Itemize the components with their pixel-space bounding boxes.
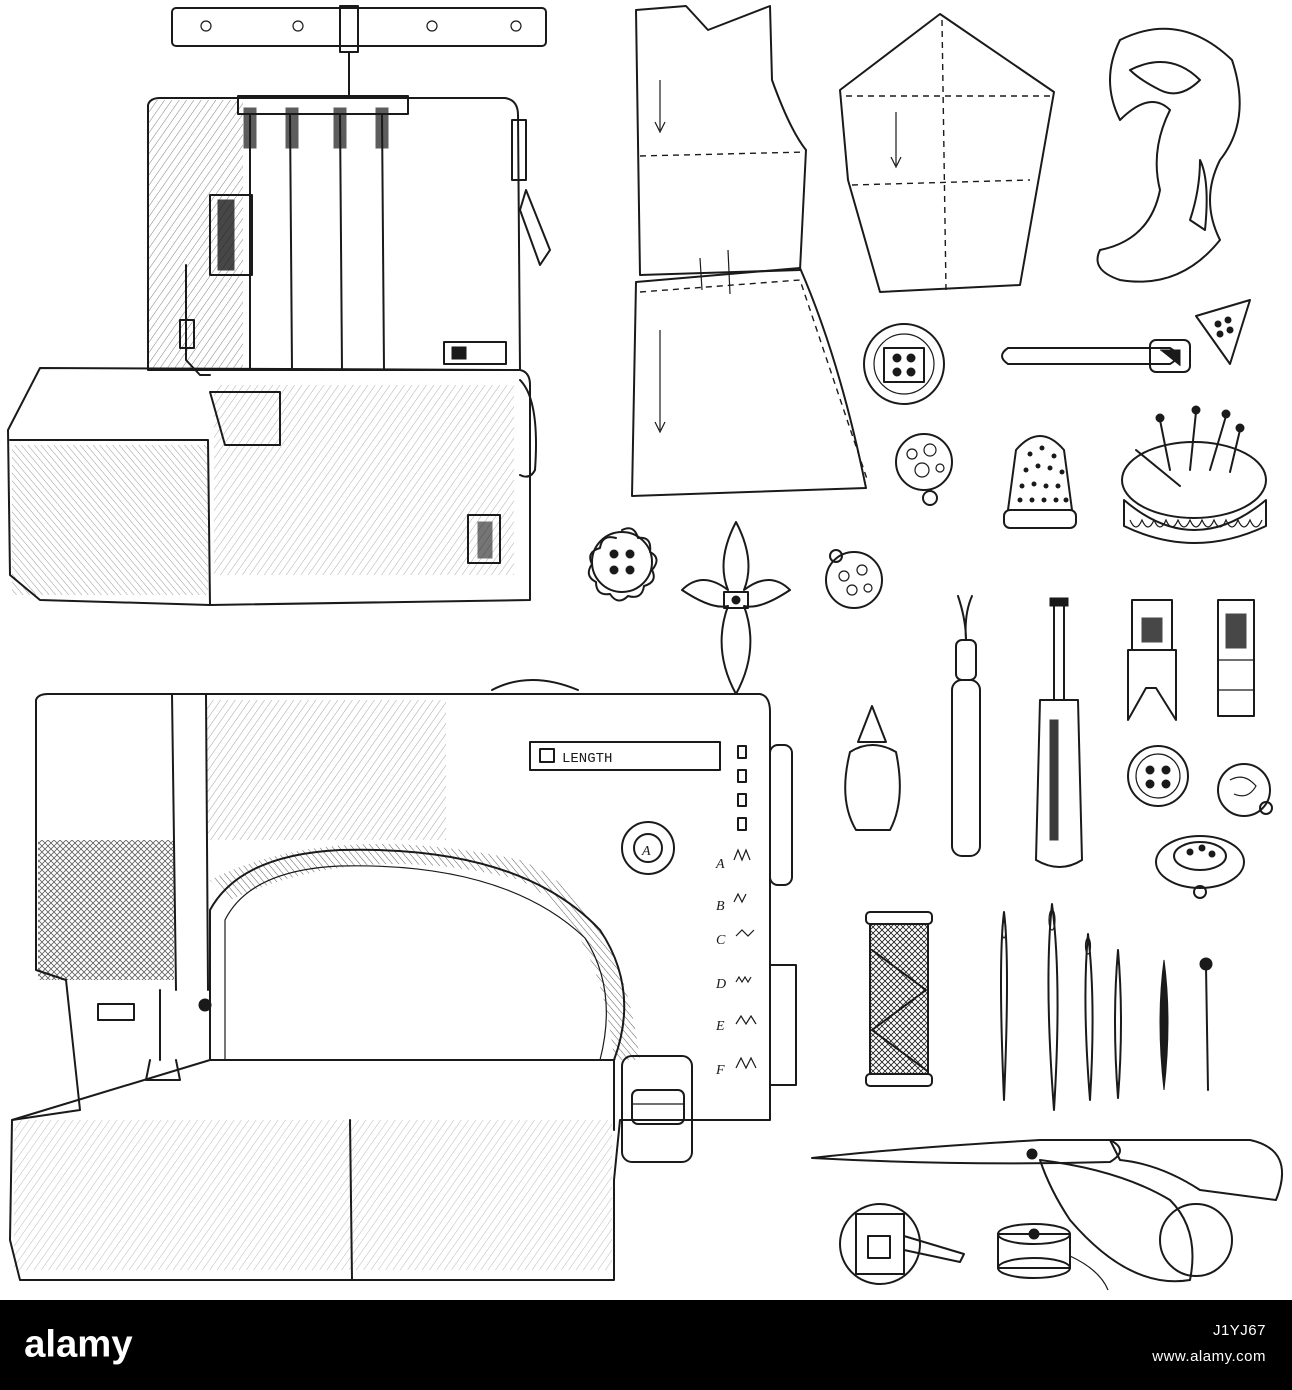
spool-icon [865, 911, 933, 1087]
presser-foot-icon [1127, 599, 1255, 721]
decorative-button-icon [863, 323, 945, 405]
watermark-bar: alamy J1YJ67 www.alamy.com [0, 1300, 1292, 1390]
screwdriver-icon [1035, 597, 1083, 868]
svg-text:alamy: alamy [24, 1322, 133, 1365]
triangle-button-icon [1195, 299, 1251, 365]
skirt-pattern-icon [631, 267, 869, 497]
ruler-icon [1096, 27, 1241, 283]
length-label: LENGTH [562, 751, 612, 767]
sewing-tools-illustration: LENGTH A A B C D E F [7, 5, 1284, 1291]
ball-button-icon [895, 433, 953, 506]
flower-button-icon [587, 527, 658, 602]
pincushion-icon [1121, 405, 1267, 544]
stitch-letter-e: E [715, 1019, 725, 1034]
sewing-machine-icon: LENGTH A A B C D E F [9, 679, 797, 1281]
stitch-letter-f: F [715, 1063, 725, 1078]
image-id: J1YJ67 [1212, 1322, 1266, 1339]
shank-button-icon [1217, 763, 1273, 817]
scissors-icon [811, 1139, 1284, 1283]
round-button-icon [1127, 745, 1189, 807]
stitch-letter-a: A [715, 857, 725, 872]
needles-icon [1000, 903, 1213, 1111]
site-url: www.alamy.com [1152, 1348, 1266, 1365]
safety-pin-icon [1001, 339, 1191, 373]
ornate-button-icon [1155, 835, 1245, 899]
seam-ripper-icon [951, 595, 981, 857]
needle-threader-icon [844, 705, 901, 831]
alamy-logo: alamy [24, 1322, 133, 1365]
bodice-pattern-icon [635, 5, 807, 295]
thimble-icon [1003, 435, 1077, 529]
overlock-machine-icon [7, 5, 551, 606]
bobbin-icon [997, 1223, 1109, 1291]
bug-button-icon [825, 549, 883, 609]
stitch-letter-c: C [716, 933, 726, 948]
stitch-letter-d: D [715, 977, 726, 992]
stitch-letter-b: B [716, 899, 725, 914]
bobbin-case-icon [839, 1203, 965, 1285]
sleeve-pattern-icon [839, 13, 1055, 293]
fleur-de-lis-button-icon [681, 521, 791, 695]
dial-letter: A [641, 844, 651, 859]
